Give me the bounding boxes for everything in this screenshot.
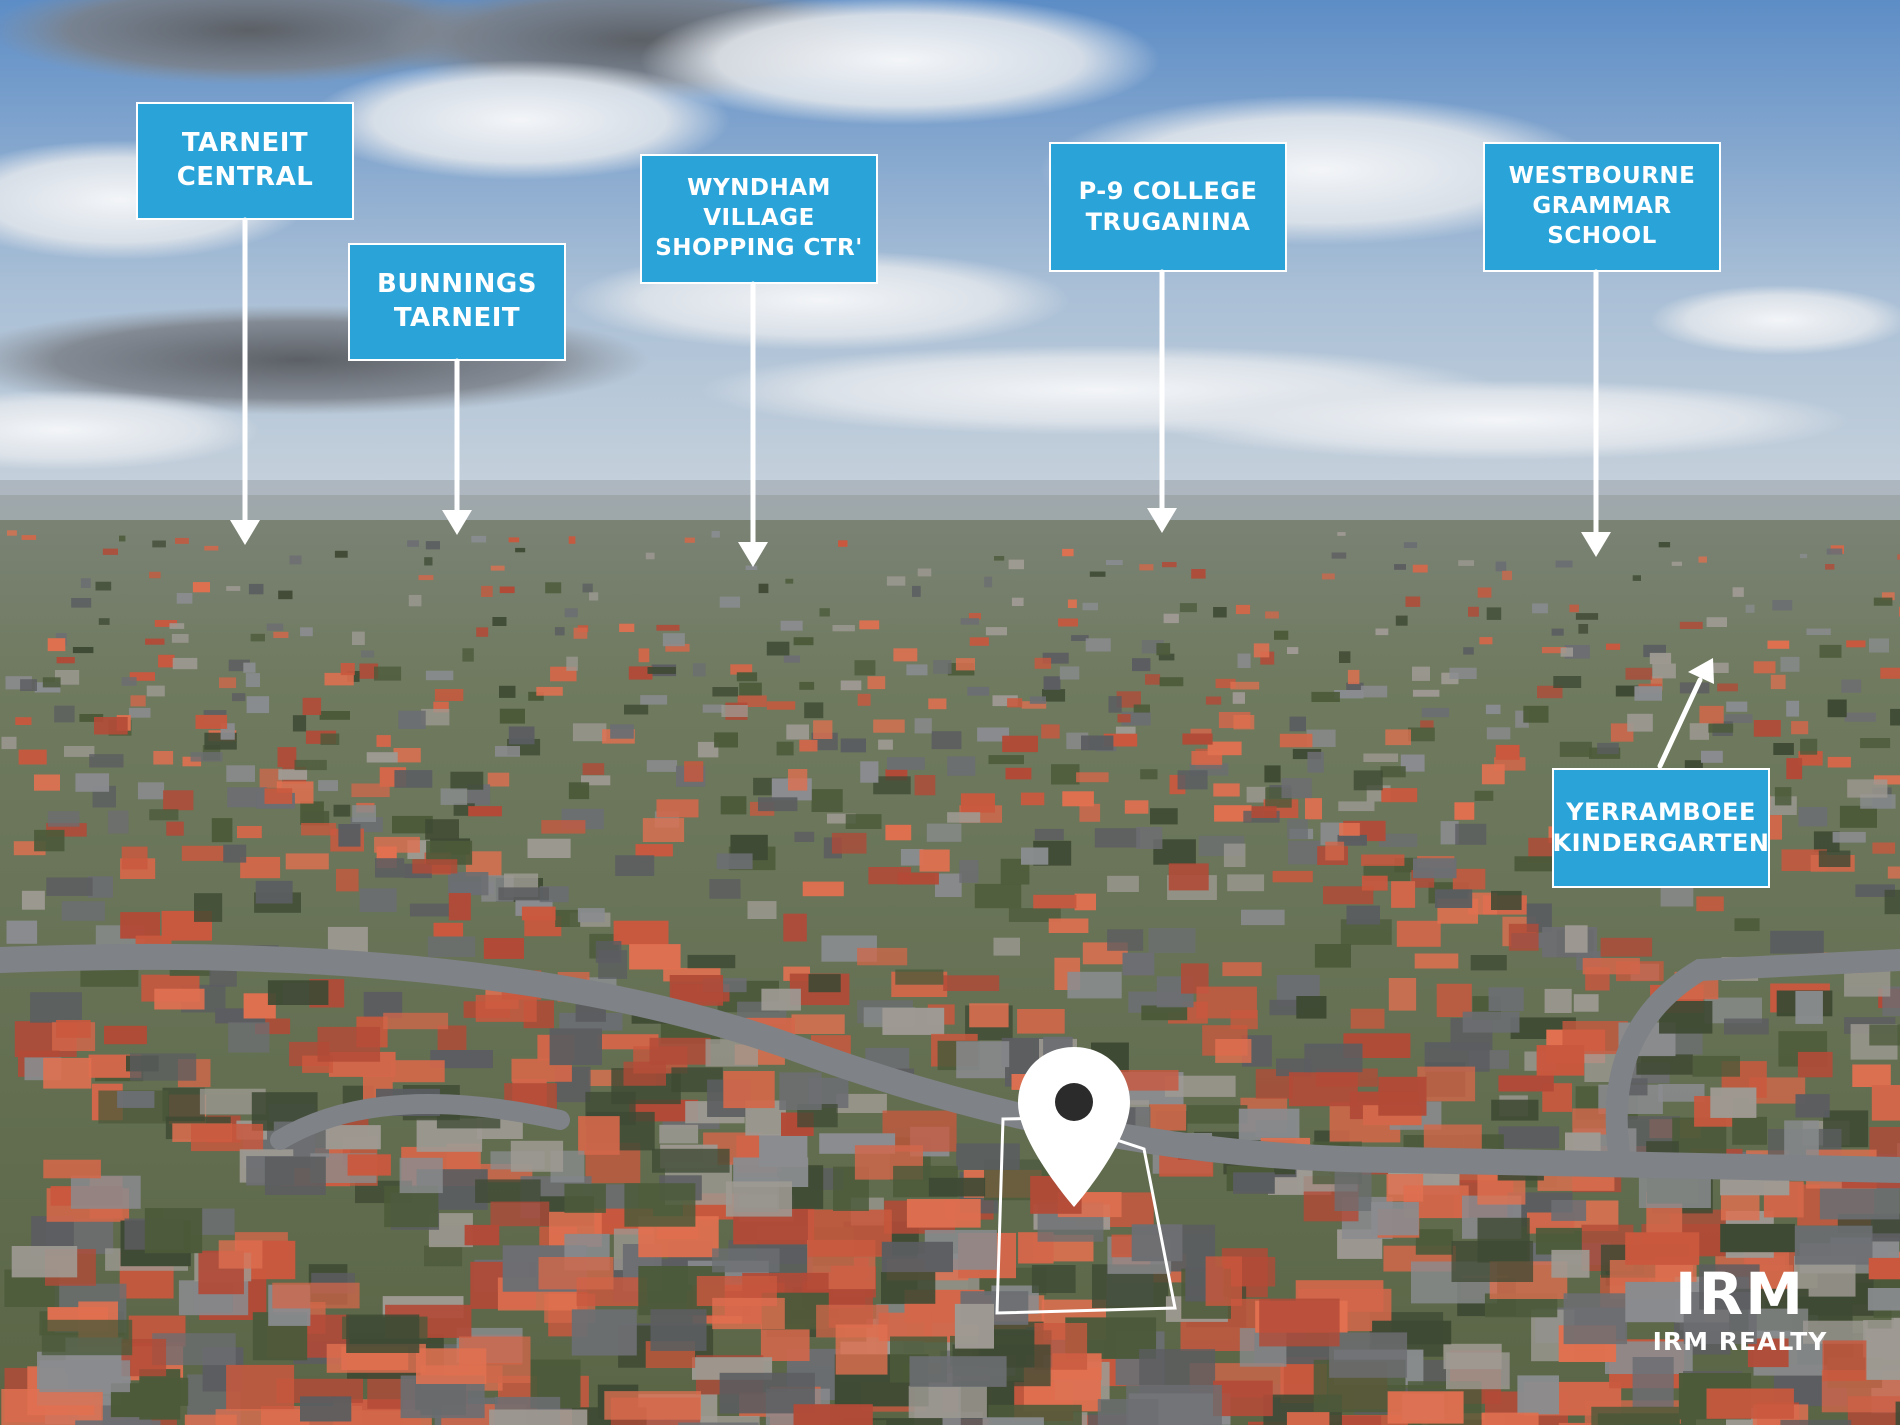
location-pin-icon xyxy=(1018,1047,1130,1207)
label-p9-college: P-9 COLLEGE TRUGANINA xyxy=(1049,142,1287,272)
label-line: BUNNINGS xyxy=(377,269,537,300)
arrow-westbourne-grammar xyxy=(1581,269,1611,557)
label-line: WYNDHAM xyxy=(687,175,831,202)
label-line: GRAMMAR xyxy=(1532,193,1672,220)
label-yerramboee-kindergarten: YERRAMBOEE KINDERGARTEN xyxy=(1552,768,1770,888)
arrow-yerramboee-kindergarten xyxy=(1657,658,1714,769)
label-line: P-9 COLLEGE xyxy=(1078,176,1258,205)
arrow-p9-college xyxy=(1147,269,1177,533)
arrow-bunnings-tarneit xyxy=(442,358,472,535)
label-tarneit-central: TARNEIT CENTRAL xyxy=(136,102,354,220)
label-line: CENTRAL xyxy=(176,162,314,192)
label-line: TARNEIT xyxy=(181,128,309,159)
label-line: VILLAGE xyxy=(703,205,815,232)
label-line: YERRAMBOEE xyxy=(1566,797,1756,826)
label-line: TARNEIT xyxy=(393,303,521,333)
brand-mark: IRM xyxy=(1675,1260,1805,1328)
arrow-wyndham-village xyxy=(738,281,768,567)
brand-logo: IRM IRM REALTY xyxy=(1625,1265,1855,1356)
label-wyndham-village: WYNDHAM VILLAGE SHOPPING CTR' xyxy=(640,154,878,284)
label-bunnings-tarneit: BUNNINGS TARNEIT xyxy=(348,243,566,361)
label-line: KINDERGARTEN xyxy=(1552,829,1770,857)
label-line: SCHOOL xyxy=(1547,222,1657,249)
label-line: WESTBOURNE xyxy=(1508,163,1696,190)
label-line: TRUGANINA xyxy=(1085,208,1251,236)
label-westbourne-grammar: WESTBOURNE GRAMMAR SCHOOL xyxy=(1483,142,1721,272)
arrow-tarneit-central xyxy=(230,217,260,545)
label-line: SHOPPING CTR' xyxy=(655,234,863,261)
brand-name: IRM REALTY xyxy=(1652,1327,1828,1356)
